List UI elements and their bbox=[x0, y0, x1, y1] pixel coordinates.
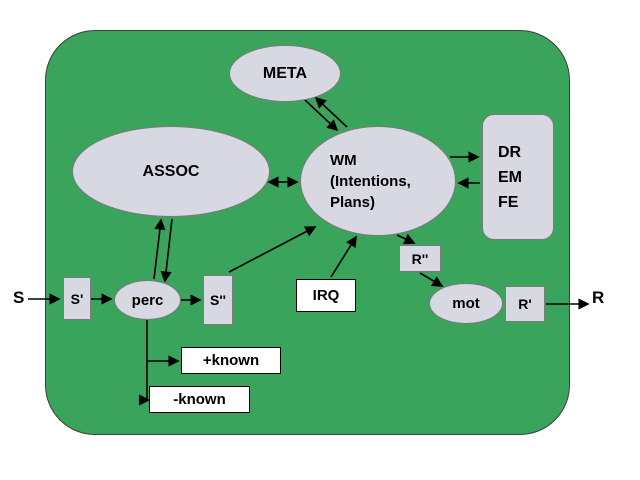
stimulus-label: S bbox=[13, 288, 25, 307]
node-r-prime-label: R' bbox=[518, 296, 532, 312]
node-irq: IRQ bbox=[296, 279, 356, 312]
arrow-rdprime-to-mot bbox=[419, 272, 444, 287]
node-wm-label-line2: (Intentions, bbox=[330, 172, 411, 190]
node-assoc: ASSOC bbox=[72, 126, 270, 217]
node-perc: perc bbox=[114, 280, 181, 320]
arrow-assoc-to-perc bbox=[160, 218, 173, 283]
node-fe-label: FE bbox=[498, 193, 519, 211]
node-plus-known-label: +known bbox=[202, 352, 260, 369]
node-s-double-prime: S'' bbox=[203, 275, 233, 325]
node-wm: WM (Intentions, Plans) bbox=[300, 126, 456, 236]
node-s-prime: S' bbox=[63, 277, 91, 320]
node-meta: META bbox=[229, 45, 341, 102]
arrow-wm-to-rdprime bbox=[396, 233, 416, 245]
node-r-double-prime-label: R'' bbox=[411, 250, 429, 267]
response-label: R bbox=[592, 288, 605, 307]
arrow-wm-to-meta bbox=[314, 96, 348, 128]
node-mot: mot bbox=[429, 283, 503, 324]
arrow-sdprime-to-wm bbox=[228, 226, 317, 273]
arrow-perc-to-assoc bbox=[153, 218, 166, 280]
node-meta-label: META bbox=[262, 64, 308, 82]
node-wm-label-line1: WM bbox=[330, 151, 357, 169]
node-plus-known: +known bbox=[181, 347, 281, 374]
node-dr-em-fe: DR EM FE bbox=[482, 114, 554, 240]
node-perc-label: perc bbox=[131, 291, 164, 309]
node-wm-label-line3: Plans) bbox=[330, 193, 376, 211]
node-assoc-label: ASSOC bbox=[142, 162, 200, 180]
node-irq-label: IRQ bbox=[312, 287, 340, 304]
arrow-irq-to-wm bbox=[330, 235, 357, 278]
node-mot-label: mot bbox=[452, 295, 480, 312]
node-minus-known-label: -known bbox=[173, 391, 226, 408]
arrow-meta-to-wm bbox=[304, 99, 339, 132]
node-r-prime: R' bbox=[505, 286, 545, 322]
node-s-prime-label: S' bbox=[70, 290, 84, 307]
node-s-double-prime-label: S'' bbox=[210, 292, 226, 308]
node-em-label: EM bbox=[498, 168, 522, 186]
node-r-double-prime: R'' bbox=[399, 245, 441, 272]
node-minus-known: -known bbox=[149, 386, 250, 413]
node-dr-label: DR bbox=[498, 143, 522, 161]
